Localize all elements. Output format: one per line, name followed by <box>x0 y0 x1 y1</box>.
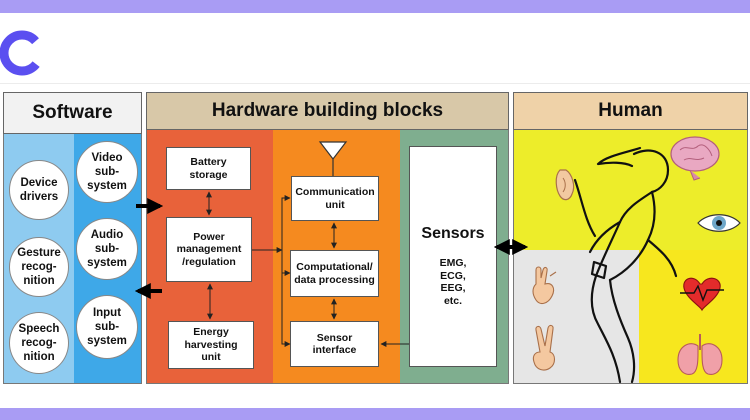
antenna-icon <box>318 141 348 176</box>
device-drivers-node: Device drivers <box>9 160 69 220</box>
computational-block: Computational/ data processing <box>290 250 379 297</box>
logo-icon <box>0 30 45 76</box>
software-title: Software <box>32 102 113 123</box>
divider <box>0 83 750 84</box>
runner-icon <box>573 146 678 384</box>
hardware-header: Hardware building blocks <box>146 92 509 130</box>
peace-hand-icon <box>532 324 556 371</box>
gesture-recognition-node: Gesture recog- nition <box>9 237 69 297</box>
brain-icon <box>670 136 720 181</box>
power-management-block: Power management /regulation <box>166 217 252 282</box>
audio-subsystem-node: Audio sub- system <box>76 218 138 280</box>
architecture-diagram: Software Device drivers Gesture recog- n… <box>0 90 750 386</box>
heart-icon <box>680 277 724 312</box>
hardware-title: Hardware building blocks <box>211 100 444 121</box>
battery-storage-block: Battery storage <box>166 147 251 190</box>
software-header: Software <box>3 92 142 134</box>
bottom-band <box>0 408 750 420</box>
human-title: Human <box>598 100 663 121</box>
human-header: Human <box>513 92 748 130</box>
video-subsystem-node: Video sub- system <box>76 141 138 203</box>
hand-gesture-icon <box>532 266 557 305</box>
eye-icon <box>697 214 741 232</box>
sensors-block: Sensors EMG, ECG, EEG, etc. <box>409 146 497 367</box>
sensor-interface-block: Sensor interface <box>290 321 379 367</box>
communication-unit-block: Communication unit <box>291 176 379 221</box>
processing-bus <box>281 197 290 345</box>
sensors-title: Sensors <box>421 225 485 242</box>
diagram-overlay <box>134 136 741 384</box>
energy-harvesting-block: Energy harvesting unit <box>168 321 254 369</box>
lungs-icon <box>677 334 723 375</box>
sensors-list: EMG, ECG, EEG, etc. <box>439 257 467 307</box>
input-subsystem-node: Input sub- system <box>76 295 138 359</box>
top-band <box>0 0 750 13</box>
ear-icon <box>555 169 575 201</box>
speech-recognition-node: Speech recog- nition <box>9 312 69 374</box>
